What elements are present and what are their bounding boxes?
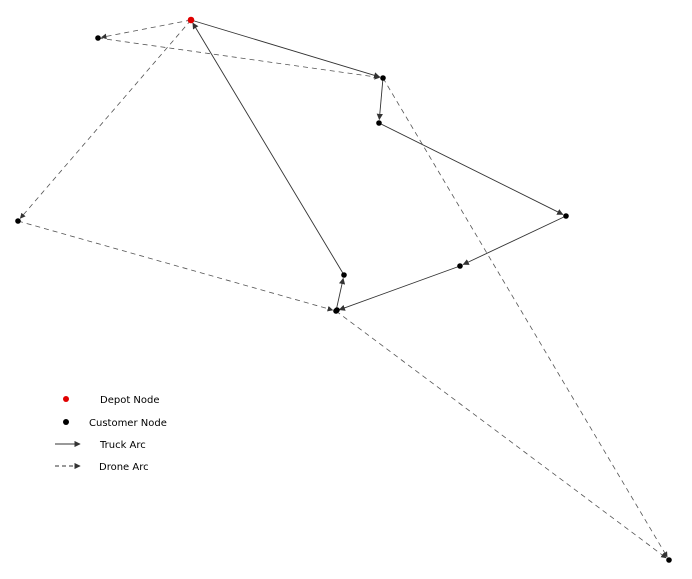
customer-node-c7 [341, 272, 347, 278]
truck-arc-c6-c7 [335, 277, 346, 312]
customer-node-c2 [380, 75, 386, 81]
nodes-layer [15, 16, 672, 563]
depot-node-depot [187, 16, 195, 24]
customer-node-c10 [666, 557, 672, 563]
drone-arc-c6-c10 [335, 310, 667, 559]
legend-depot: Depot Node [63, 395, 160, 406]
customer-node-c5 [457, 263, 463, 269]
customer-node-c4 [563, 213, 569, 219]
truck-arc-c7-depot [192, 22, 345, 276]
truck-arc-depot-c2 [190, 19, 381, 79]
truck-arc-c2-c3 [376, 77, 384, 121]
legend-depot-label: Depot Node [100, 395, 160, 406]
legend-drone: Drone Arc [55, 462, 149, 473]
legend-drone-label: Drone Arc [99, 462, 149, 473]
drone-arc-c1-c2 [97, 37, 381, 80]
customer-node-c3 [376, 120, 382, 126]
drone-arc-depot-c8 [19, 19, 192, 219]
truck-arc-c5-c6 [338, 265, 461, 311]
truck-arc-c4-c5 [462, 215, 567, 265]
legend: Depot Node Customer Node Truck Arc Drone… [55, 395, 167, 473]
arcs-layer [17, 19, 668, 559]
customer-node-c8 [15, 218, 21, 224]
legend-customer: Customer Node [63, 418, 167, 429]
drone-arc-c8-c6 [17, 220, 334, 312]
customer-node-c1 [95, 35, 101, 41]
legend-customer-marker [63, 419, 69, 425]
legend-customer-label: Customer Node [89, 418, 167, 429]
customer-node-c9 [334, 307, 340, 313]
legend-depot-marker [63, 396, 69, 402]
legend-truck: Truck Arc [55, 440, 146, 451]
drone-arc-depot-c1 [100, 19, 192, 40]
truck-arc-c3-c4 [378, 122, 564, 215]
drone-arc-c2-c10 [382, 77, 668, 558]
legend-truck-label: Truck Arc [99, 440, 146, 451]
